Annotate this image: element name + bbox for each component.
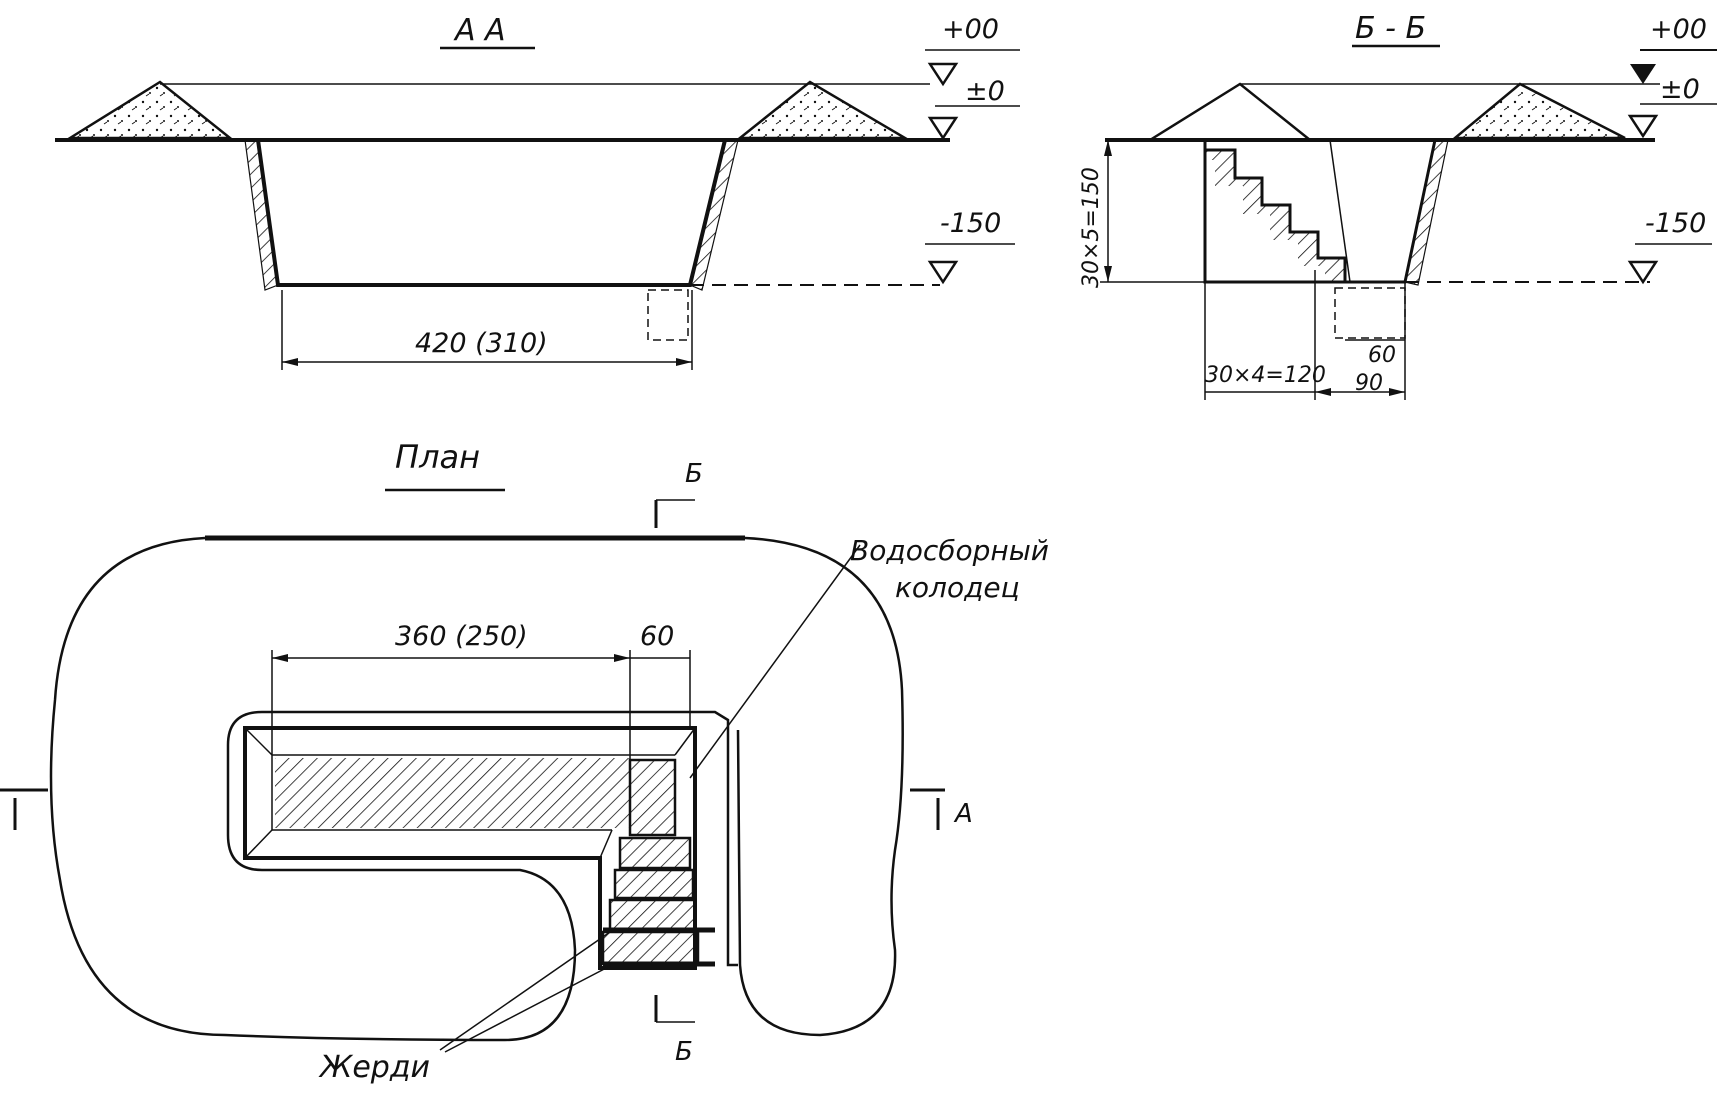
- dim-90-arrow-left: [1315, 388, 1331, 396]
- well-leader: [689, 544, 861, 779]
- well-label-line1: Водосборный: [850, 534, 1049, 567]
- trench-corner-1: [244, 727, 273, 756]
- trench-wall-hatch-right: [689, 139, 739, 291]
- well-label-line2: колодец: [895, 571, 1020, 604]
- elev-top-aa: +00: [942, 14, 999, 45]
- elev-bottom-aa: -150: [940, 208, 1001, 239]
- section-bb: Б - Б 30×5=150 30×4=120 90: [1079, 11, 1717, 400]
- spoil-pile-left: [65, 80, 234, 140]
- dim-60-bb: 60: [1368, 343, 1396, 368]
- trench-bb-inner: [1329, 139, 1351, 283]
- poles-label: Жерди: [318, 1050, 430, 1085]
- spoil-outline-bb: [1149, 82, 1311, 142]
- plan-step-3: [608, 898, 697, 932]
- trench-corner-3: [674, 727, 696, 756]
- spoil-pile-right: [736, 80, 910, 140]
- elev-zero-bb: ±0: [1660, 74, 1700, 105]
- elev-top-bb-triangle: [1630, 64, 1656, 84]
- dim-length-plan: 360 (250): [395, 621, 528, 652]
- dim-90-bb: 90: [1355, 371, 1383, 396]
- well-plan: [628, 758, 677, 837]
- dim-60-plan: 60: [640, 621, 674, 652]
- section-bb-title: Б - Б: [1355, 11, 1426, 46]
- cut-b-top-label: Б: [685, 459, 703, 489]
- trench-wall-hatch-bb: [1404, 139, 1449, 286]
- dim-vert-arrow-top: [1104, 140, 1112, 156]
- trench-corner-2: [244, 829, 273, 859]
- dim-vert-arrow-bottom: [1104, 266, 1112, 282]
- plan-view: План 360 (250): [0, 438, 1049, 1085]
- elev-bottom-bb: -150: [1645, 208, 1706, 239]
- elev-top-aa-triangle: [927, 62, 959, 87]
- plan-step-2: [613, 868, 695, 900]
- dim-arrow-left-aa: [282, 358, 298, 366]
- elev-bottom-aa-triangle: [927, 260, 959, 285]
- dim-length-arrow-left: [272, 654, 288, 662]
- dim-length-arrow-right: [614, 654, 630, 662]
- section-aa: А А 420 (310) +00 ±0 -150: [55, 13, 1020, 370]
- elev-top-bb: +00: [1650, 14, 1707, 45]
- plan-step-1: [618, 836, 692, 870]
- elev-zero-aa-triangle: [927, 116, 959, 141]
- dim-steps-bb: 30×4=120: [1205, 363, 1326, 388]
- elev-bottom-bb-triangle: [1627, 260, 1659, 285]
- cut-b-bottom-label: Б: [675, 1037, 693, 1067]
- poles-leader-2: [444, 965, 611, 1053]
- sump-aa: [647, 289, 689, 341]
- plan-step-4: [601, 930, 700, 966]
- trench-wall-hatch-left: [244, 139, 279, 291]
- trench-aa: [256, 139, 727, 287]
- dim-height-bb: 30×5=150: [1079, 167, 1104, 288]
- dim-arrow-right-aa: [676, 358, 692, 366]
- trench-bottom-hatch: [275, 758, 630, 828]
- sump-bb: [1334, 287, 1406, 339]
- spoil-boundary-right: [205, 536, 904, 1037]
- dim-90-arrow-right: [1389, 388, 1405, 396]
- poles-leader-1: [439, 931, 611, 1051]
- elev-zero-bb-triangle: [1627, 114, 1659, 139]
- elev-zero-aa: ±0: [965, 76, 1005, 107]
- plan-title: План: [395, 438, 480, 476]
- cut-a-right-label: А: [953, 799, 973, 829]
- dim-width-aa: 420 (310): [415, 328, 548, 359]
- spoil-pile-bb: [1451, 82, 1626, 140]
- section-aa-title: А А: [453, 13, 506, 48]
- steps-hatch-bb: [1205, 150, 1345, 282]
- trench-corner-4: [599, 829, 613, 859]
- spoil-boundary-left: [49, 536, 738, 1042]
